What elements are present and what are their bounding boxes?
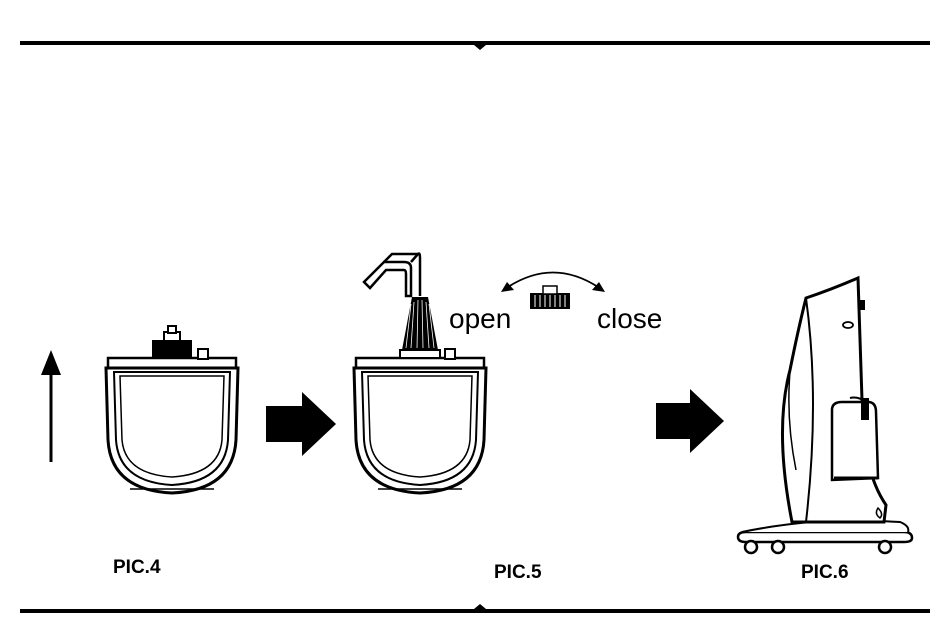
close-label: close bbox=[597, 303, 662, 334]
heater-pic6 bbox=[738, 278, 912, 553]
open-label: open bbox=[449, 303, 511, 334]
tank-pic4 bbox=[106, 326, 238, 493]
rotate-arrow-icon bbox=[501, 273, 605, 310]
top-rule bbox=[20, 41, 930, 50]
pic6-label: PIC.6 bbox=[801, 562, 849, 583]
right-arrow-icon bbox=[656, 389, 724, 453]
bottom-rule bbox=[20, 604, 930, 613]
pic5-label: PIC.5 bbox=[494, 562, 542, 583]
tank-pic5 bbox=[354, 254, 486, 494]
up-arrow-icon bbox=[41, 350, 61, 462]
right-arrow-icon bbox=[266, 392, 336, 456]
pic4-label: PIC.4 bbox=[113, 557, 161, 578]
